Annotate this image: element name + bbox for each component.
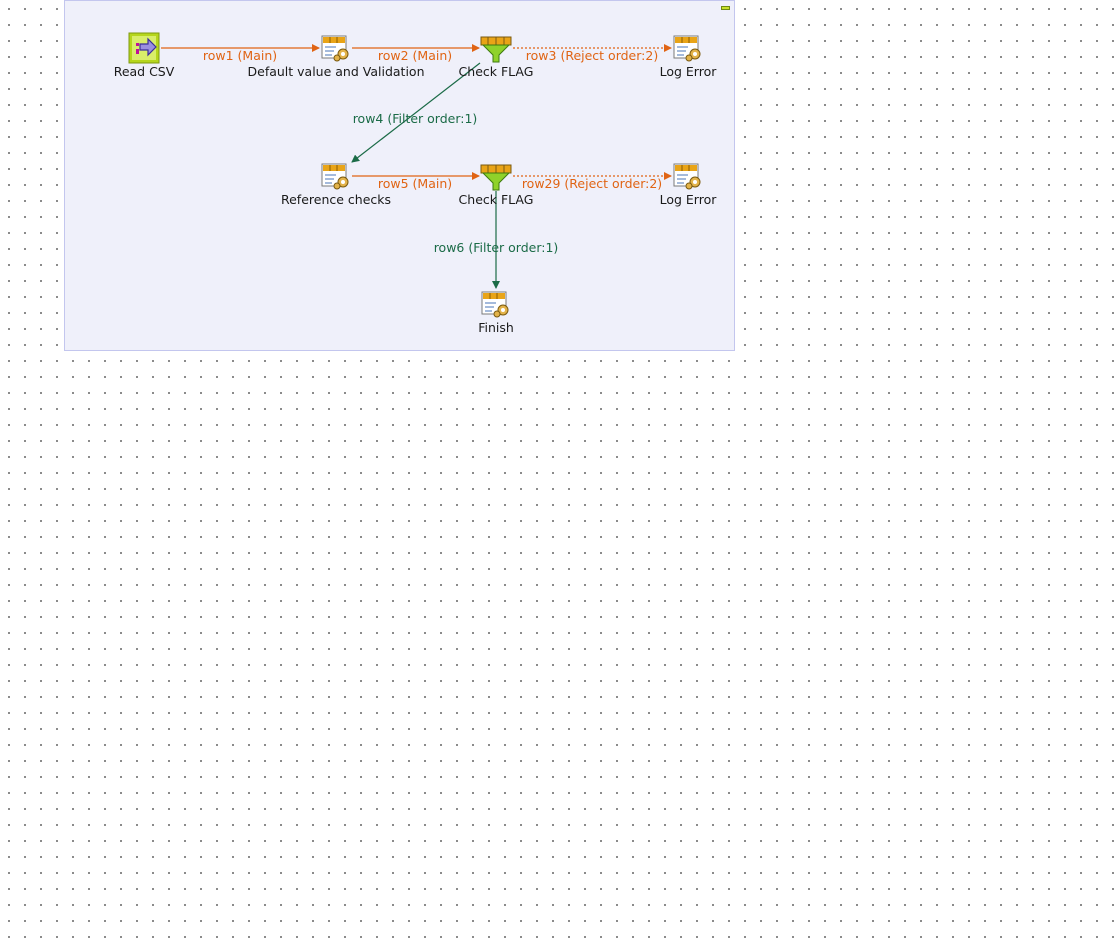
link-row4[interactable] <box>351 62 481 163</box>
tmap-icon <box>321 35 349 62</box>
tmap-icon <box>481 291 509 318</box>
label-log-error-2: Log Error <box>659 192 717 207</box>
label-check-flag-1: Check FLAG <box>458 64 534 79</box>
label-log-error-1: Log Error <box>659 64 717 79</box>
link-label-row2[interactable]: row2 (Main) <box>377 48 453 63</box>
link-label-row29[interactable]: row29 (Reject order:2) <box>521 176 663 191</box>
filter-funnel-icon <box>480 36 512 63</box>
component-default-value[interactable] <box>320 32 352 64</box>
tmap-icon <box>673 163 701 190</box>
csv-input-icon <box>128 32 160 64</box>
label-reference-checks: Reference checks <box>280 192 392 207</box>
link-label-row4[interactable]: row4 (Filter order:1) <box>352 111 478 126</box>
link-label-row3[interactable]: row3 (Reject order:2) <box>525 48 659 63</box>
link-label-row5[interactable]: row5 (Main) <box>377 176 453 191</box>
link-label-row6[interactable]: row6 (Filter order:1) <box>433 240 559 255</box>
label-finish: Finish <box>478 320 514 335</box>
component-log-error-2[interactable] <box>672 160 704 192</box>
tmap-icon <box>673 35 701 62</box>
filter-funnel-icon <box>480 164 512 191</box>
label-default-value: Default value and Validation <box>247 64 425 79</box>
link-label-row1[interactable]: row1 (Main) <box>202 48 278 63</box>
label-check-flag-2: Check FLAG <box>458 192 534 207</box>
component-read-csv[interactable] <box>128 32 160 64</box>
tmap-icon <box>321 163 349 190</box>
component-check-flag-2[interactable] <box>480 160 512 192</box>
component-reference-checks[interactable] <box>320 160 352 192</box>
subjob-collapse-button[interactable] <box>721 6 730 10</box>
component-check-flag-1[interactable] <box>480 32 512 64</box>
component-log-error-1[interactable] <box>672 32 704 64</box>
label-read-csv: Read CSV <box>113 64 175 79</box>
component-finish[interactable] <box>480 288 512 320</box>
